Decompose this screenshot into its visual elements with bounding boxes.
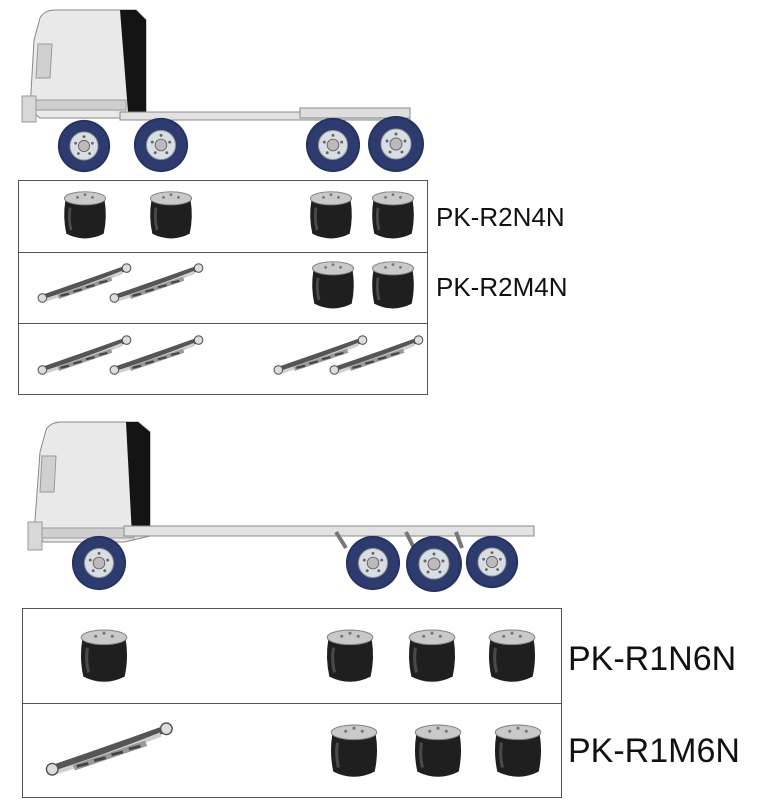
- air-spring-icon: [308, 190, 354, 240]
- air-spring-icon: [413, 723, 463, 779]
- air-spring-icon: [370, 190, 416, 240]
- leaf-spring-icon: [109, 261, 205, 305]
- config-code-label: PK-R1N6N: [568, 640, 737, 678]
- config-row-divider: [23, 703, 561, 704]
- config-code-label: PK-R2N4N: [436, 202, 565, 232]
- air-spring-icon: [62, 190, 108, 240]
- air-spring-icon: [148, 190, 194, 240]
- config-table-bottom: [22, 608, 562, 798]
- air-spring-icon: [487, 628, 537, 684]
- config-row-divider: [19, 323, 427, 324]
- leaf-spring-icon: [329, 333, 425, 377]
- truck-bottom-illustration: [27, 421, 535, 593]
- air-spring-icon: [493, 723, 543, 779]
- air-spring-icon: [370, 260, 416, 310]
- air-spring-icon: [325, 628, 375, 684]
- truck-top-illustration: [21, 9, 425, 173]
- air-spring-icon: [310, 260, 356, 310]
- leaf-spring-icon: [45, 719, 175, 779]
- air-spring-icon: [407, 628, 457, 684]
- leaf-spring-icon: [109, 333, 205, 377]
- air-spring-icon: [329, 723, 379, 779]
- config-code-label: PK-R1M6N: [568, 732, 740, 770]
- config-code-label: PK-R2M4N: [436, 272, 568, 302]
- air-spring-icon: [79, 628, 129, 684]
- config-table-top: [18, 180, 428, 395]
- config-row-divider: [19, 252, 427, 253]
